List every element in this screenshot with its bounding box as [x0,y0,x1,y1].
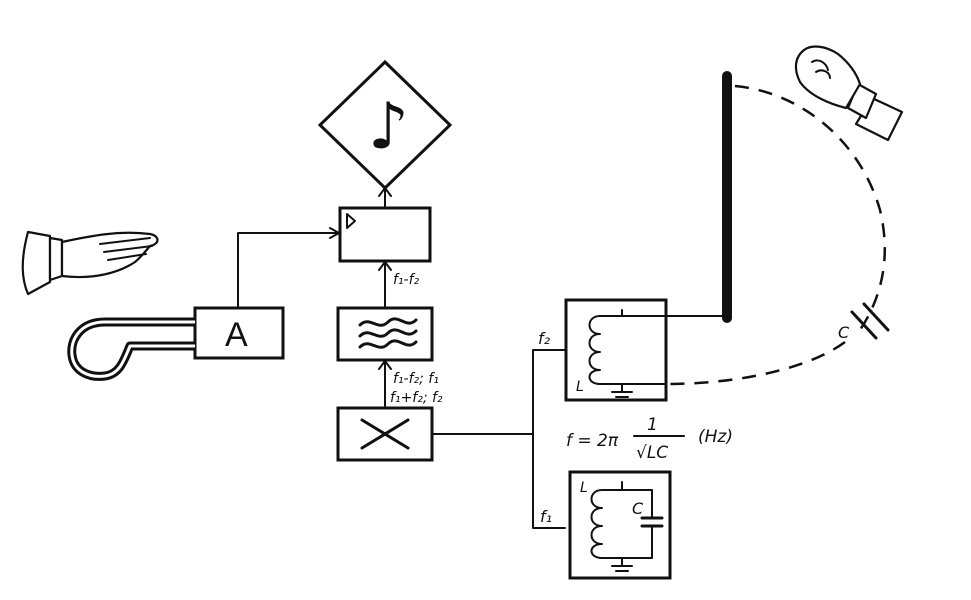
variable-coil-icon [588,309,623,393]
body-capacitance-path: C [665,84,890,386]
amplifier-label: A [225,316,248,354]
music-note-icon: ♪ [368,90,409,164]
volume-loop-antenna [67,317,195,381]
formula-denominator: √LC [636,443,668,463]
antenna-capacitance-label: C [838,323,850,342]
mixer-block [336,406,434,462]
formula-numerator: 1 [647,415,658,435]
fixed-capacitor-label: C [632,499,644,518]
mixer-output-line2: f₁+f₂; f₂ [390,390,443,406]
variable-oscillator-frequency: f₂ [538,329,551,348]
formula-unit: (Hz) [698,427,733,447]
right-hand-icon [794,45,904,142]
amplifier-block: A [193,306,285,360]
fixed-oscillator-frequency: f₁ [540,507,552,526]
mixer-input-bus [431,349,566,529]
mixer-output-line1: f₁-f₂; f₁ [393,371,439,387]
variable-oscillator-block: f₂ L [538,298,668,402]
formula-lhs: f = 2π [566,431,619,451]
fixed-oscillator-block: f₁ L C [540,470,672,580]
lowpass-filter-block [336,306,434,362]
resonance-formula: f = 2π 1 √LC (Hz) [566,415,733,463]
mixer-to-filter-arrow: f₁-f₂; f₁ f₁+f₂; f₂ [378,360,443,407]
arrow-to-speaker [378,187,392,209]
difference-frequency-label: f₁-f₂ [393,272,420,288]
play-indicator-icon [346,213,356,229]
output-block [338,206,432,263]
fixed-coil-icon [590,481,623,567]
variable-inductor-label: L [576,379,584,395]
amplifier-to-output-line [237,227,340,311]
pitch-antenna [665,71,732,323]
fixed-inductor-label: L [580,480,588,496]
filter-to-output-arrow: f₁-f₂ [378,261,420,307]
speaker-block: ♪ [317,59,453,191]
left-hand-icon [21,230,159,296]
